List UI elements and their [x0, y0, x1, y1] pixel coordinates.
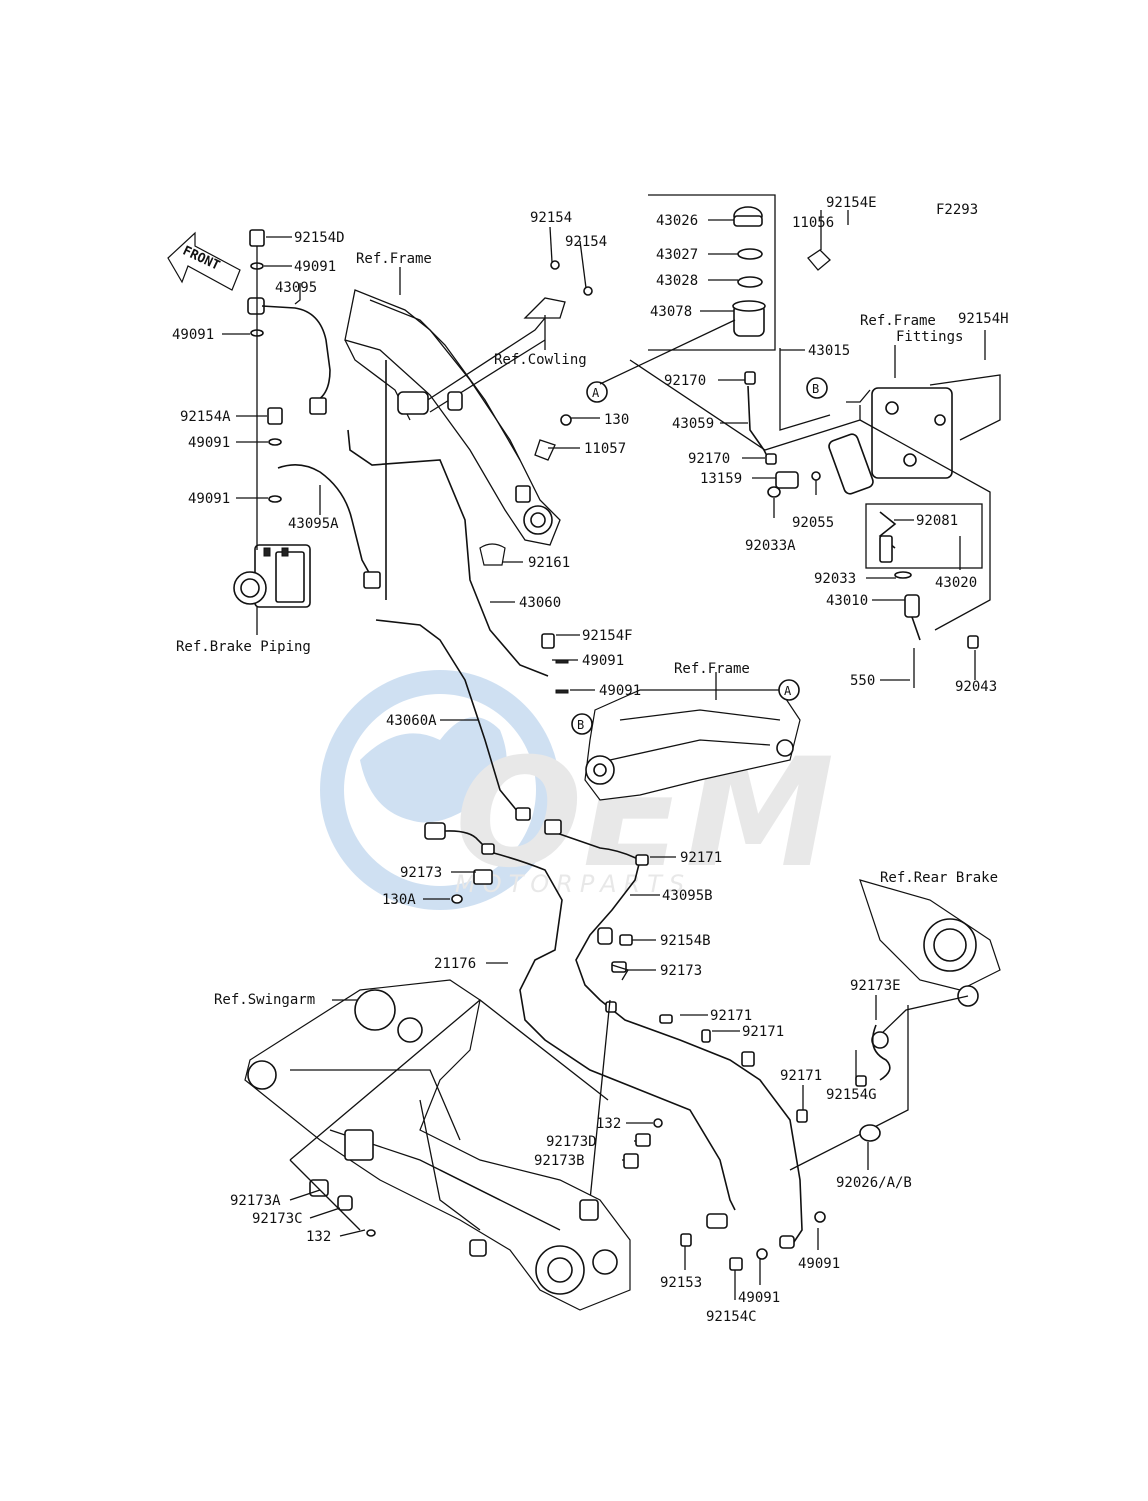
label-130: 130 [604, 412, 629, 428]
label-49091-d: 49091 [188, 491, 230, 507]
frame-mid [584, 689, 801, 801]
callout-b-upper: B [806, 377, 828, 399]
label-43028: 43028 [656, 273, 698, 289]
label-92171-d: 92171 [780, 1068, 822, 1084]
svg-text:A: A [784, 684, 792, 698]
label-92173D: 92173D [546, 1134, 597, 1150]
label-43059: 43059 [672, 416, 714, 432]
label-92171-c: 92171 [742, 1024, 784, 1040]
callout-a-upper: A [586, 381, 608, 403]
label-92171-a: 92171 [680, 850, 722, 866]
label-11057: 11057 [584, 441, 626, 457]
label-49091-f: 49091 [599, 683, 641, 699]
rear-master-body [828, 374, 1001, 631]
label-92170-a: 92170 [664, 373, 706, 389]
label-92173-a: 92173 [400, 865, 442, 881]
label-ref-frame-fittings-1: Ref.Frame [860, 313, 936, 329]
left-fasteners [247, 229, 283, 550]
label-92154E: 92154E [826, 195, 877, 211]
abs-unit [233, 544, 311, 608]
label-43027: 43027 [656, 247, 698, 263]
label-132-b: 132 [306, 1229, 331, 1245]
label-43020: 43020 [935, 575, 977, 591]
watermark-globe [320, 670, 560, 910]
label-43095A: 43095A [288, 516, 339, 532]
label-49091-a: 49091 [294, 259, 336, 275]
label-43026: 43026 [656, 213, 698, 229]
label-ref-cowling: Ref.Cowling [494, 352, 587, 368]
svg-text:B: B [577, 718, 584, 732]
label-92154-a: 92154 [530, 210, 572, 226]
label-ref-frame-mid: Ref.Frame [674, 661, 750, 677]
label-92154G: 92154G [826, 1087, 877, 1103]
svg-text:A: A [592, 386, 600, 400]
push-rod-group [865, 503, 983, 688]
label-ref-swingarm: Ref.Swingarm [214, 992, 315, 1008]
callout-a-lower: A [778, 679, 800, 701]
label-43095B: 43095B [662, 888, 713, 904]
sensor-wiring [424, 819, 808, 1249]
brake-pipes [261, 305, 549, 821]
label-92154-b: 92154 [565, 234, 607, 250]
label-92033: 92033 [814, 571, 856, 587]
label-92173E: 92173E [850, 978, 901, 994]
label-92154C: 92154C [706, 1309, 757, 1325]
label-92026: 92026/A/B [836, 1175, 912, 1191]
label-92043: 92043 [955, 679, 997, 695]
label-92154F: 92154F [582, 628, 633, 644]
leader-lines [222, 210, 986, 1300]
label-92173-b: 92173 [660, 963, 702, 979]
master-cylinder-assembly [629, 194, 861, 498]
label-92154H: 92154H [958, 311, 1009, 327]
label-21176: 21176 [434, 956, 476, 972]
label-49091-c: 49091 [188, 435, 230, 451]
front-arrow-icon: FRONT [167, 231, 241, 291]
label-92161: 92161 [528, 555, 570, 571]
label-ref-rear-brake: Ref.Rear Brake [880, 870, 998, 886]
label-92055: 92055 [792, 515, 834, 531]
label-92171-b: 92171 [710, 1008, 752, 1024]
label-92170-b: 92170 [688, 451, 730, 467]
frame-upper [344, 289, 566, 546]
label-92154A: 92154A [180, 409, 231, 425]
label-43015: 43015 [808, 343, 850, 359]
small-parts [366, 260, 891, 1271]
diagram-code: F2293 [936, 202, 978, 218]
label-49091-b: 49091 [172, 327, 214, 343]
label-92153: 92153 [660, 1275, 702, 1291]
label-ref-brake-piping: Ref.Brake Piping [176, 639, 311, 655]
label-92081: 92081 [916, 513, 958, 529]
svg-text:B: B [812, 382, 819, 396]
label-43010: 43010 [826, 593, 868, 609]
label-11056: 11056 [792, 215, 834, 231]
label-92154B: 92154B [660, 933, 711, 949]
rear-brake-caliper [789, 879, 1001, 1171]
label-43095: 43095 [275, 280, 317, 296]
label-49091-e: 49091 [582, 653, 624, 669]
label-43078: 43078 [650, 304, 692, 320]
label-43060A: 43060A [386, 713, 437, 729]
label-13159: 13159 [700, 471, 742, 487]
callout-b-lower: B [571, 713, 593, 735]
label-43060: 43060 [519, 595, 561, 611]
watermark-sub: MOTORPARTS [455, 870, 691, 898]
label-92173A: 92173A [230, 1193, 281, 1209]
label-92173C: 92173C [252, 1211, 303, 1227]
label-ref-frame-top: Ref.Frame [356, 251, 432, 267]
part-labels: 92154D 49091 43095 49091 92154A 49091 49… [172, 195, 1009, 1325]
label-132-a: 132 [596, 1116, 621, 1132]
label-92173B: 92173B [534, 1153, 585, 1169]
label-ref-frame-fittings-2: Fittings [896, 329, 963, 345]
label-130A: 130A [382, 892, 416, 908]
label-49091-g: 49091 [738, 1290, 780, 1306]
label-550: 550 [850, 673, 875, 689]
label-49091-h: 49091 [798, 1256, 840, 1272]
label-92154D: 92154D [294, 230, 345, 246]
label-92033A: 92033A [745, 538, 796, 554]
swingarm [244, 979, 631, 1311]
